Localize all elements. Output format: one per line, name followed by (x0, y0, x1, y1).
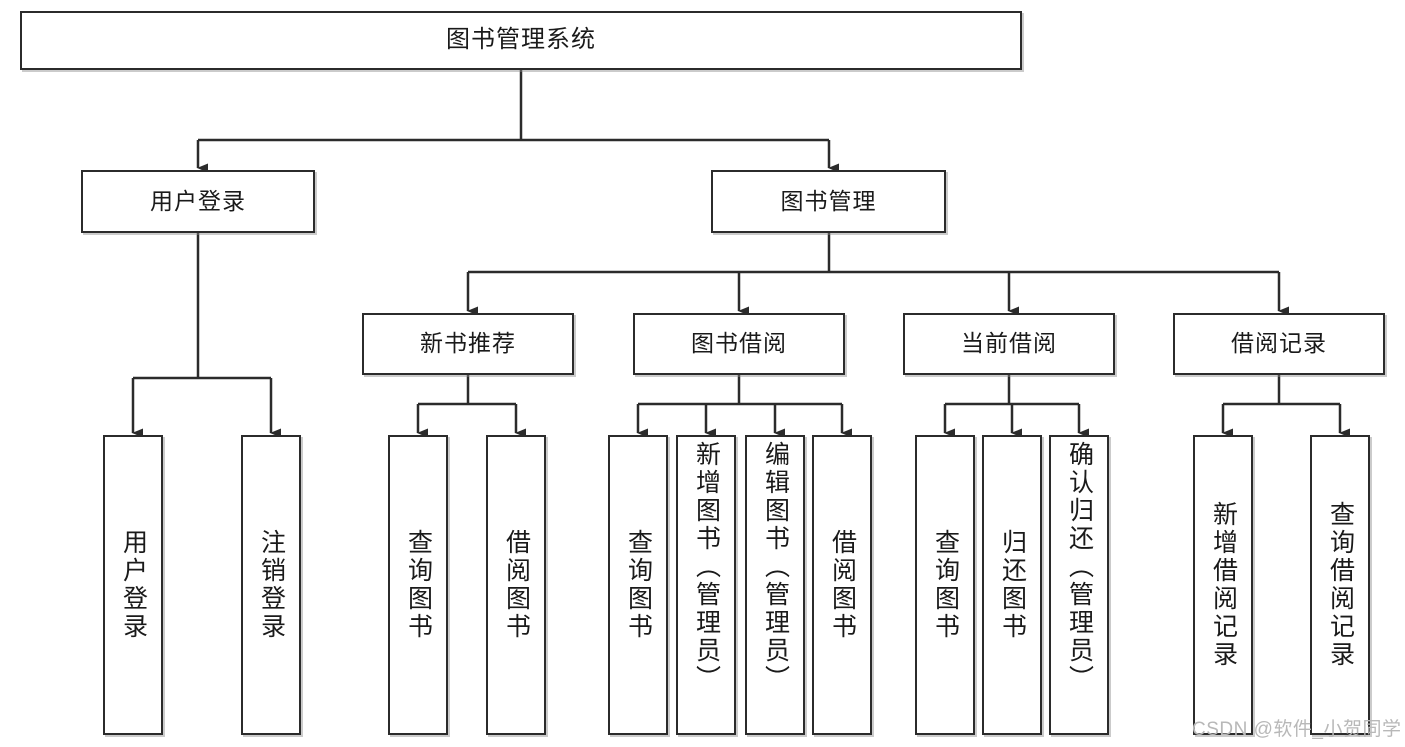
leaf-node-8[interactable]: 查询图书 (915, 435, 975, 735)
level3-node-1[interactable]: 图书借阅 (633, 313, 845, 375)
node-label: 当前借阅 (961, 330, 1057, 357)
node-label: 图书管理系统 (446, 26, 596, 54)
node-label: 查询图书 (931, 529, 960, 641)
level3-node-0[interactable]: 新书推荐 (362, 313, 574, 375)
node-label: 用户登录 (119, 529, 148, 641)
leaf-node-11[interactable]: 新增借阅记录 (1193, 435, 1253, 735)
leaf-node-7[interactable]: 借阅图书 (812, 435, 872, 735)
node-label: 注销登录 (257, 529, 286, 641)
node-label: 新增借阅记录 (1209, 501, 1238, 669)
node-label: 查询图书 (624, 529, 653, 641)
node-label: 借阅图书 (502, 529, 531, 641)
root-node[interactable]: 图书管理系统 (20, 11, 1022, 70)
leaf-node-2[interactable]: 查询图书 (388, 435, 448, 735)
leaf-node-10[interactable]: 确认归还（管理员） (1049, 435, 1109, 735)
node-label: 借阅图书 (828, 529, 857, 641)
connector-lines (131, 70, 1350, 438)
node-label: 借阅记录 (1231, 330, 1327, 357)
level2-node-1[interactable]: 图书管理 (711, 170, 946, 233)
level3-node-3[interactable]: 借阅记录 (1173, 313, 1385, 375)
node-label: 用户登录 (150, 187, 246, 214)
leaf-node-5[interactable]: 新增图书（管理员） (676, 435, 736, 735)
leaf-node-6[interactable]: 编辑图书（管理员） (745, 435, 805, 735)
node-label: 确认归还（管理员） (1065, 441, 1094, 693)
node-label: 新书推荐 (420, 330, 516, 357)
node-label: 图书管理 (780, 187, 877, 214)
leaf-node-3[interactable]: 借阅图书 (486, 435, 546, 735)
node-label: 编辑图书（管理员） (761, 441, 790, 693)
node-label: 归还图书 (998, 529, 1027, 641)
leaf-node-12[interactable]: 查询借阅记录 (1310, 435, 1370, 735)
leaf-node-4[interactable]: 查询图书 (608, 435, 668, 735)
level2-node-0[interactable]: 用户登录 (81, 170, 315, 233)
node-label: 查询图书 (404, 529, 433, 641)
level3-node-2[interactable]: 当前借阅 (903, 313, 1115, 375)
leaf-node-1[interactable]: 注销登录 (241, 435, 301, 735)
leaf-node-0[interactable]: 用户登录 (103, 435, 163, 735)
node-label: 查询借阅记录 (1326, 501, 1355, 669)
node-label: 新增图书（管理员） (692, 441, 721, 693)
node-label: 图书借阅 (691, 330, 787, 357)
leaf-node-9[interactable]: 归还图书 (982, 435, 1042, 735)
